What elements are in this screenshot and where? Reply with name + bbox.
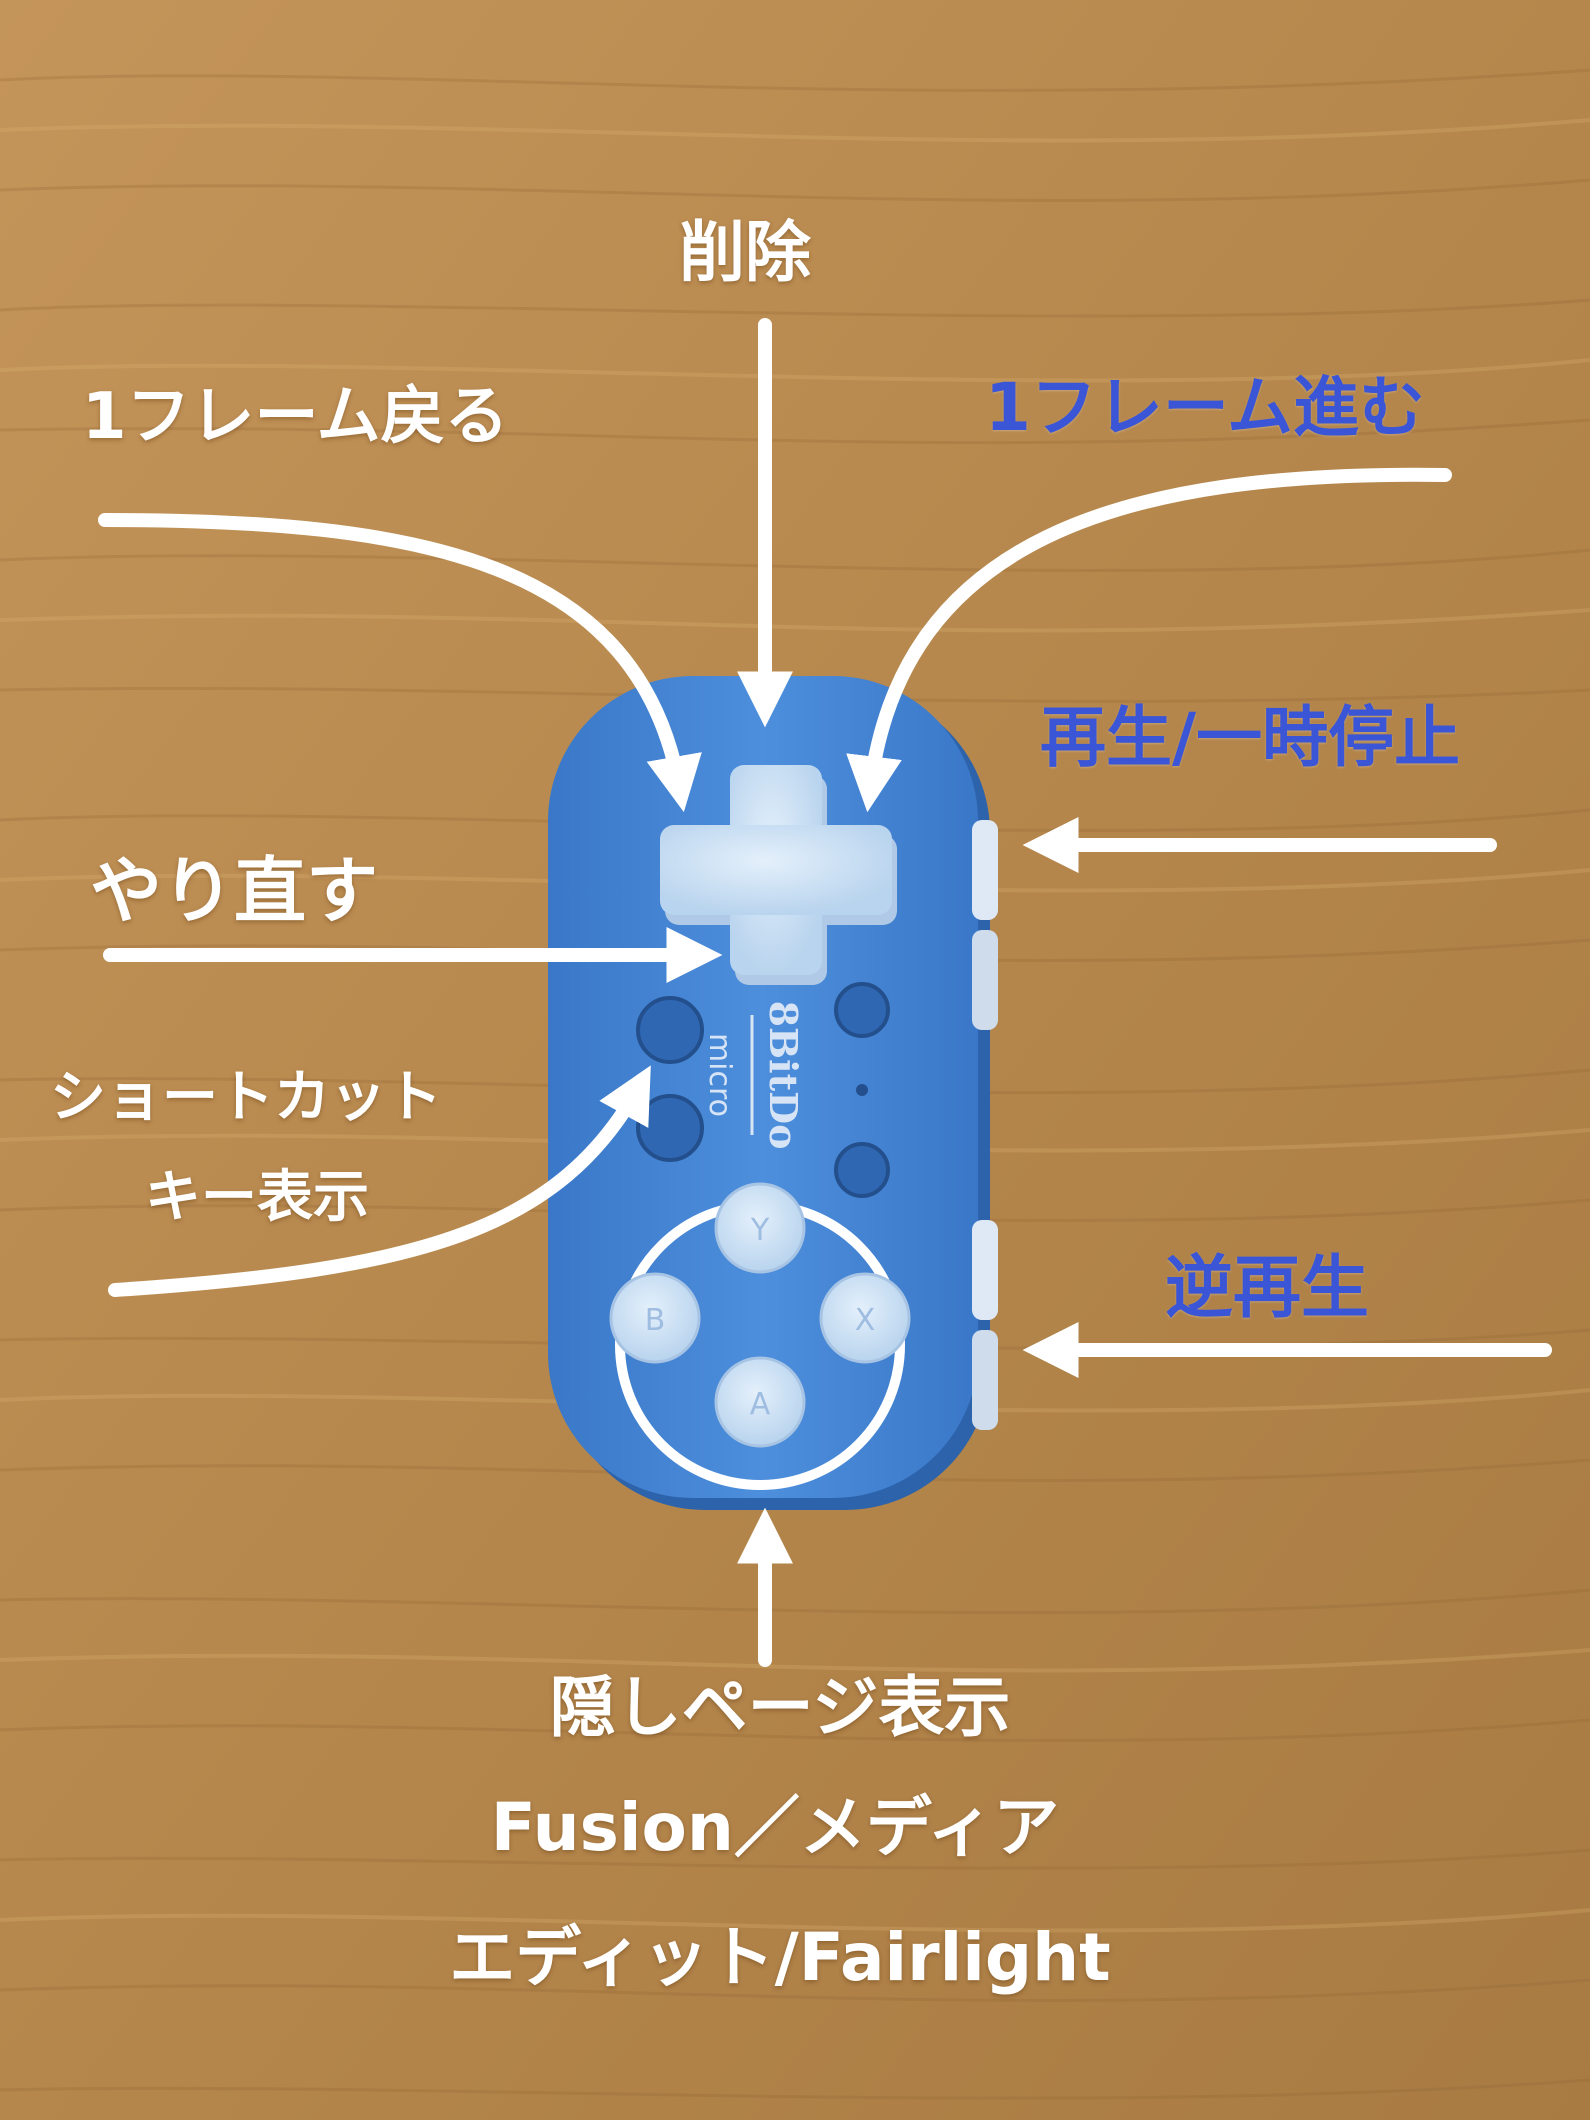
shoulder-button-lower[interactable] [972, 1220, 998, 1320]
brand-group: 8BitDo micro [702, 1001, 806, 1150]
label-delete: 削除 [679, 214, 811, 291]
arrow-shortcut [108, 1065, 651, 1297]
controller: 8BitDo micro Y B X A [548, 676, 998, 1510]
label-shortcut-line1: ショートカット [50, 1065, 442, 1130]
label-play-pause: 再生/一時停止 [1040, 699, 1461, 776]
button-a[interactable] [714, 1356, 806, 1448]
shoulder-button-upper[interactable] [972, 820, 998, 920]
d-pad[interactable] [660, 765, 897, 985]
plus-button[interactable] [834, 1142, 890, 1198]
label-frame-forward: 1フレーム進む [985, 369, 1425, 446]
button-b-letter: B [645, 1303, 666, 1338]
shoulder-button-lower-2[interactable] [972, 1330, 998, 1430]
button-b[interactable] [609, 1272, 701, 1364]
arrow-frame-forward [846, 467, 1452, 813]
label-reverse-play: 逆再生 [1165, 1249, 1370, 1328]
label-redo: やり直す [90, 849, 379, 933]
label-hidden-page-line1: 隠しページ表示 [549, 1669, 1011, 1746]
face-buttons: Y B X A [609, 1182, 911, 1448]
label-hidden-page-line2: Fusion／メディア [490, 1789, 1060, 1866]
select-button-left-top[interactable] [636, 996, 704, 1064]
brand-model: micro [702, 1033, 737, 1117]
label-hidden-page-line3: エディット/Fairlight [449, 1919, 1111, 1996]
button-y-letter: Y [750, 1213, 770, 1248]
select-button-left-bottom[interactable] [636, 1094, 704, 1162]
button-x[interactable] [819, 1272, 911, 1364]
button-a-letter: A [750, 1387, 771, 1422]
button-y[interactable] [714, 1182, 806, 1274]
label-shortcut-line2: キー表示 [145, 1165, 369, 1230]
annotation-arrows [98, 318, 1552, 1667]
status-led [856, 1084, 868, 1096]
minus-button[interactable] [834, 982, 890, 1038]
brand-logo: 8BitDo [761, 1001, 806, 1150]
shoulder-button-upper-2[interactable] [972, 930, 998, 1030]
arrow-frame-back [98, 513, 702, 813]
button-x-letter: X [855, 1303, 876, 1338]
label-frame-back: 1フレーム戻る [82, 380, 509, 454]
